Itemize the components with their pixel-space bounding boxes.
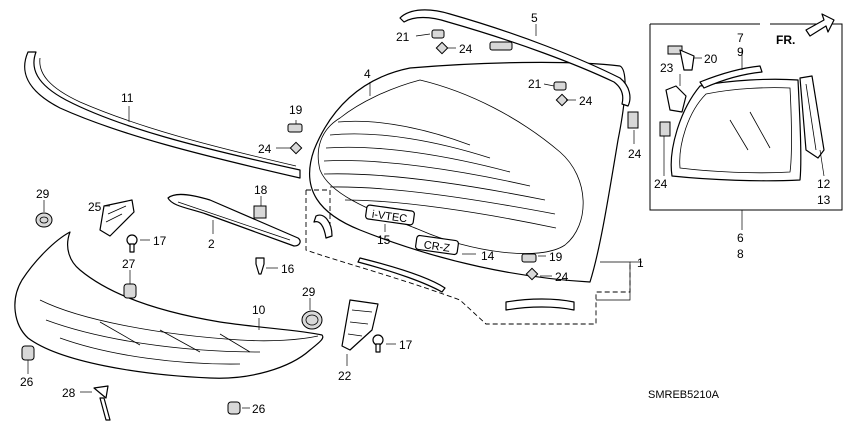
part-22-bracket bbox=[341, 299, 379, 351]
part-21-clip-top bbox=[431, 29, 445, 39]
callout-24-right: 24 bbox=[628, 147, 642, 161]
callout-27: 27 bbox=[122, 257, 136, 271]
part-19-clip-left bbox=[287, 123, 303, 133]
callout-7: 7 bbox=[737, 31, 744, 45]
callout-labels: 1 2 4 5 6 7 8 9 10 11 12 13 14 15 16 17 … bbox=[20, 11, 831, 416]
callout-16: 16 bbox=[281, 262, 295, 276]
part-10-lower-panel bbox=[14, 231, 324, 379]
part-20-clip bbox=[667, 45, 695, 71]
callout-21-top: 21 bbox=[396, 30, 410, 44]
front-direction-arrow: FR. bbox=[776, 13, 835, 47]
callout-11: 11 bbox=[121, 91, 134, 105]
callout-24-left: 24 bbox=[258, 142, 272, 156]
part-14-model-emblem: CR-Z bbox=[415, 234, 459, 256]
callout-15: 15 bbox=[377, 233, 391, 247]
callout-22: 22 bbox=[338, 369, 352, 383]
leader-lines bbox=[27, 24, 825, 409]
part-27-bumper bbox=[123, 283, 137, 299]
callout-8: 8 bbox=[737, 247, 744, 261]
callout-10: 10 bbox=[252, 303, 266, 317]
callout-2: 2 bbox=[208, 237, 215, 251]
callout-17-right: 17 bbox=[399, 338, 413, 352]
callout-21-mid: 21 bbox=[528, 77, 542, 91]
callout-1: 1 bbox=[637, 256, 644, 270]
part-end-garnish bbox=[505, 298, 575, 311]
callout-13: 13 bbox=[817, 193, 831, 207]
part-17-bolt-left bbox=[126, 234, 138, 253]
callout-26-right: 26 bbox=[252, 402, 266, 416]
part-tab-top bbox=[489, 41, 513, 51]
part-29-grommet-left bbox=[35, 212, 53, 228]
callout-12: 12 bbox=[817, 177, 831, 191]
part-lower-garnish-strip bbox=[357, 257, 446, 293]
part-28-stay bbox=[93, 385, 111, 421]
callout-6: 6 bbox=[737, 231, 744, 245]
part-16-bolt bbox=[255, 257, 265, 275]
callout-24-lower: 24 bbox=[555, 270, 569, 284]
part-21-clip-mid bbox=[553, 81, 567, 91]
callout-19-left: 19 bbox=[289, 103, 303, 117]
part-26-bumper-left bbox=[21, 345, 35, 361]
callout-19-lower: 19 bbox=[549, 250, 563, 264]
callout-28: 28 bbox=[62, 386, 76, 400]
part-24-clip-quarter bbox=[659, 121, 671, 137]
callout-5: 5 bbox=[531, 11, 538, 25]
part-11-garnish-strip bbox=[24, 51, 301, 179]
emblem-model-text: CR-Z bbox=[423, 239, 451, 255]
part-24-clip-right bbox=[627, 111, 639, 129]
part-5-upper-molding bbox=[399, 9, 631, 107]
part-trim-bracket bbox=[313, 214, 333, 239]
direction-label: FR. bbox=[776, 33, 795, 47]
part-24-clip-left bbox=[289, 141, 303, 155]
part-18-clip bbox=[253, 205, 267, 219]
callout-25: 25 bbox=[88, 200, 102, 214]
part-26-bumper-right bbox=[227, 401, 241, 415]
part-23-bracket bbox=[665, 85, 687, 113]
callout-14: 14 bbox=[481, 249, 495, 263]
callout-4: 4 bbox=[364, 67, 371, 81]
part-24-clip-lower bbox=[525, 267, 539, 281]
part-1-group-outline bbox=[305, 189, 631, 325]
callout-20: 20 bbox=[704, 52, 718, 66]
part-24-clip-top bbox=[435, 41, 449, 55]
part-19-clip-lower bbox=[521, 253, 537, 263]
part-29-grommet-right bbox=[301, 310, 323, 330]
callout-29-left: 29 bbox=[36, 187, 50, 201]
part-4-tailgate-glass bbox=[309, 61, 626, 283]
part-15-vtec-emblem: i-VTEC bbox=[365, 204, 415, 226]
callout-17-left: 17 bbox=[153, 234, 167, 248]
callout-29-right: 29 bbox=[302, 285, 316, 299]
emblem-vtec-text: i-VTEC bbox=[371, 209, 408, 226]
callout-23: 23 bbox=[660, 61, 674, 75]
part-25-bracket bbox=[99, 199, 135, 237]
diagram-code: SMREB5210A bbox=[648, 389, 720, 401]
callout-24-quarter: 24 bbox=[654, 177, 668, 191]
callout-24-top: 24 bbox=[459, 42, 473, 56]
callout-26-left: 26 bbox=[20, 375, 34, 389]
callout-24-mid: 24 bbox=[579, 94, 593, 108]
part-17-bolt-right bbox=[372, 334, 384, 353]
part-24-clip-mid bbox=[555, 93, 569, 107]
callout-18: 18 bbox=[254, 183, 268, 197]
part-6-quarter-window-assembly bbox=[649, 23, 843, 211]
part-2-spoiler-garnish bbox=[167, 193, 301, 247]
callout-9: 9 bbox=[737, 45, 744, 59]
